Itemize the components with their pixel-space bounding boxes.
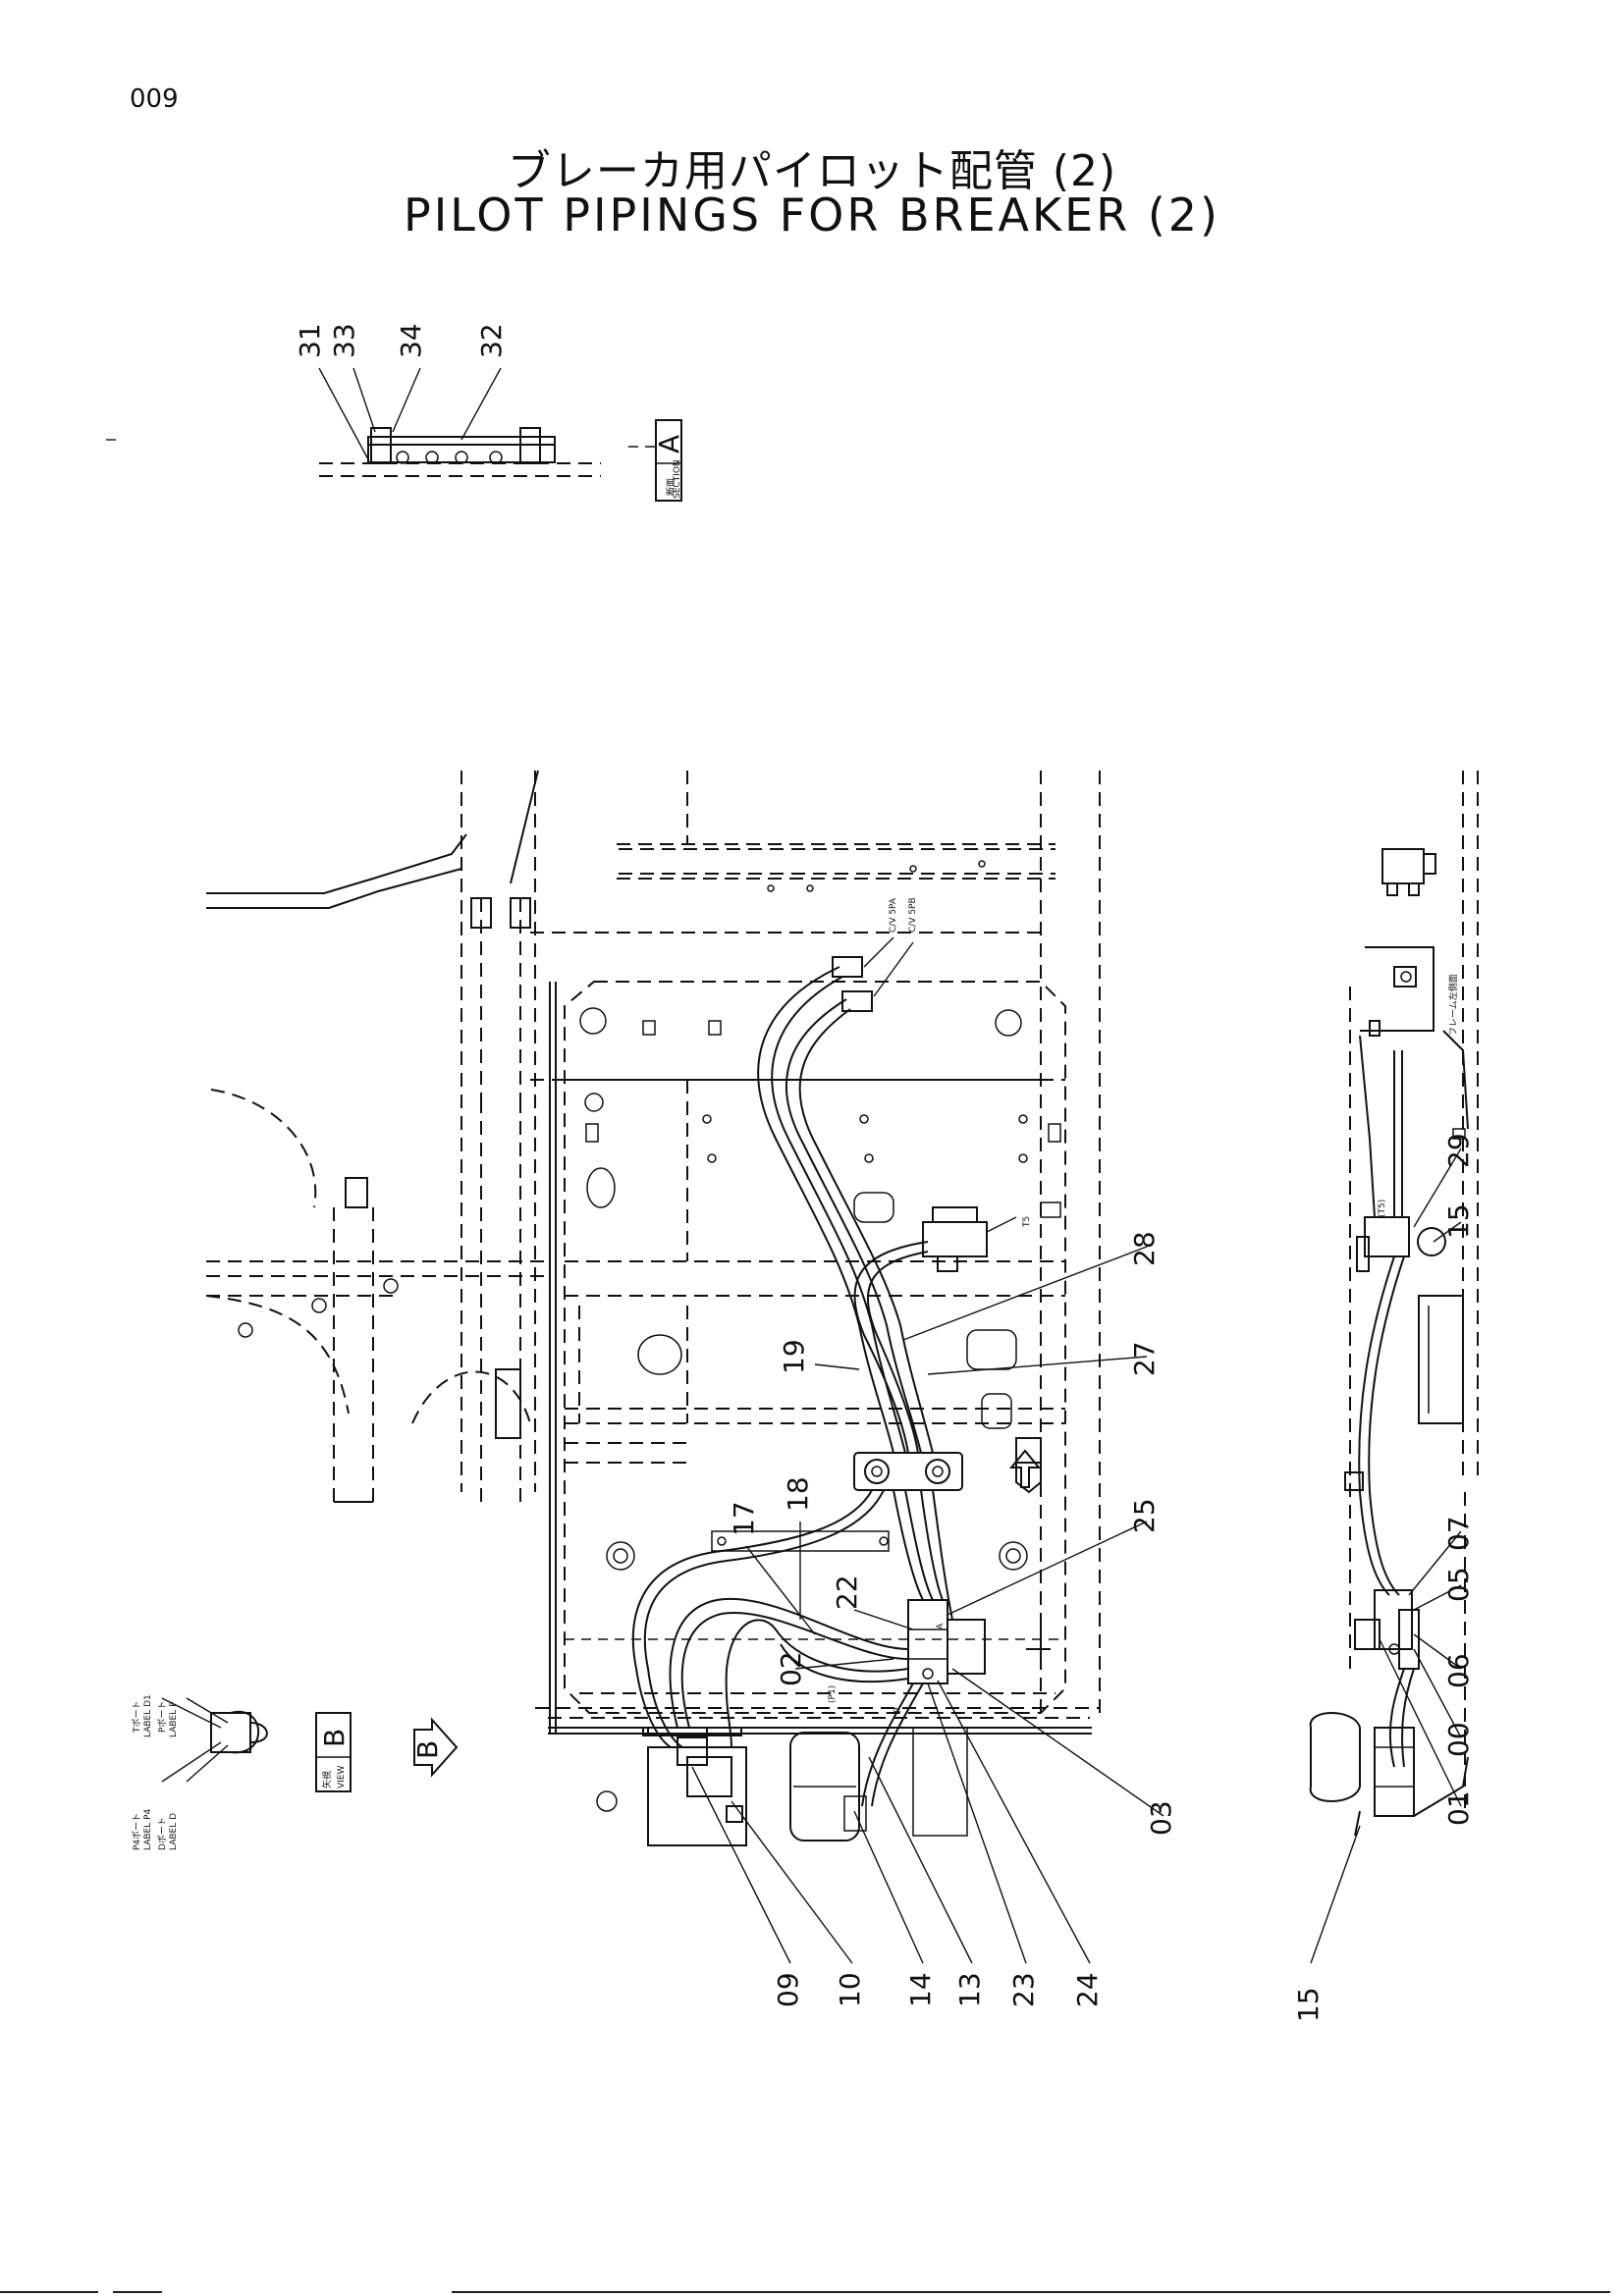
callout-34: 34	[395, 323, 427, 358]
callout-28: 28	[1128, 1231, 1161, 1266]
footer-rule-3	[452, 2291, 1610, 2293]
callout-18: 18	[782, 1476, 814, 1512]
section-a-detail: 31 33 34 32 断面 SECTION A	[106, 323, 685, 502]
section-tag-jp: 断面	[665, 478, 677, 496]
legend-label-d1: LABEL D1	[143, 1694, 153, 1737]
callout-06: 06	[1442, 1653, 1475, 1688]
port-label-cv-5pa: C/V 5PA	[889, 897, 898, 933]
section-tag-en: SECTION	[673, 459, 682, 499]
footer-rule-1	[0, 2291, 98, 2293]
port-label-p1: (P1)	[828, 1685, 838, 1703]
callout-05: 05	[1442, 1567, 1475, 1602]
callout-09: 09	[772, 1972, 804, 2007]
title-english: PILOT PIPINGS FOR BREAKER (2)	[404, 188, 1220, 241]
callout-19: 19	[778, 1339, 810, 1374]
title-japanese: ブレーカ用パイロット配管 (2)	[507, 146, 1117, 196]
page-number: 009	[130, 84, 179, 114]
footer-rule-2	[113, 2291, 162, 2293]
frame-note: フレーム左側面	[1447, 974, 1459, 1036]
legend-d-jp: Dポート	[157, 1817, 168, 1850]
callout-29: 29	[1442, 1133, 1475, 1168]
port-label-t5: T5	[1022, 1216, 1032, 1228]
view-tag-jp: 矢視	[321, 1771, 333, 1789]
callout-31: 31	[294, 323, 326, 358]
legend-label-p: LABEL P	[169, 1701, 179, 1737]
callout-17: 17	[728, 1501, 760, 1536]
main-callouts: 28 19 27 18 17 25 22 02 09 10 14 13 23 2…	[691, 1231, 1177, 2007]
callout-24: 24	[1071, 1972, 1104, 2007]
side-callouts: 29 15 07 05 06 00 01 15	[1292, 1133, 1475, 2022]
legend-p4-jp: P4ポート	[132, 1813, 142, 1850]
callout-03: 03	[1145, 1800, 1177, 1836]
pilot-hoses	[631, 966, 953, 1807]
port-label-a: A	[936, 1623, 946, 1629]
callout-00: 00	[1442, 1722, 1475, 1757]
side-view: (T5) フレーム左側面	[1309, 771, 1479, 1837]
legend-label-d: LABEL D	[169, 1813, 179, 1850]
callout-14: 14	[904, 1972, 937, 2007]
callout-10: 10	[834, 1972, 866, 2007]
main-frame-view: T5 C/V 5PA C/V 5PB	[205, 770, 1101, 1846]
legend-label-p4: LABEL P4	[143, 1808, 153, 1850]
callout-01: 01	[1442, 1790, 1475, 1826]
port-label-p: P	[893, 1707, 903, 1713]
legend-p-jp: Pポート	[157, 1701, 168, 1733]
view-arrow-letter: B	[411, 1740, 444, 1759]
callout-33: 33	[328, 323, 360, 358]
callout-15-lower: 15	[1292, 1987, 1325, 2022]
section-tag-letter: A	[653, 435, 685, 454]
callout-15-upper: 15	[1442, 1203, 1475, 1239]
view-tag-letter: B	[318, 1729, 351, 1747]
callout-23: 23	[1007, 1972, 1040, 2007]
callout-07: 07	[1442, 1516, 1475, 1551]
callout-27: 27	[1128, 1341, 1161, 1376]
callout-32: 32	[475, 323, 508, 358]
callout-02: 02	[775, 1651, 807, 1686]
callout-22: 22	[831, 1575, 863, 1610]
side-port-t5: (T5)	[1378, 1200, 1387, 1217]
port-label-cv-5pb: C/V 5PB	[908, 897, 918, 933]
view-tag-en: VIEW	[337, 1766, 347, 1789]
legend-t-jp: Tポート	[132, 1701, 142, 1735]
label-legend: Tポート LABEL D1 Pポート LABEL P P4ポート LABEL P…	[132, 1694, 459, 1850]
callout-25: 25	[1128, 1498, 1161, 1533]
callout-13: 13	[953, 1972, 986, 2007]
